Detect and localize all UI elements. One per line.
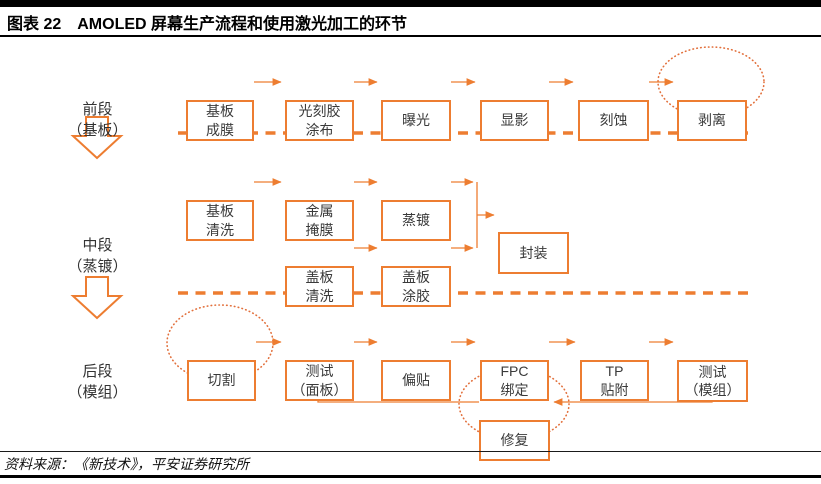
top-divider-bar	[0, 0, 821, 7]
flow-box-cutting: 切割	[187, 360, 256, 401]
title-underline	[0, 35, 821, 37]
down-block-arrow-icon-2	[70, 276, 124, 320]
figure-number-label: 图表 22	[7, 16, 62, 33]
source-note: 资料来源：《新技术》，平安证券研究所	[4, 457, 249, 473]
flow-box-tp-attach: TP 贴附	[580, 360, 649, 401]
figure-title-text: AMOLED 屏幕生产流程和使用激光加工的环节	[77, 16, 408, 33]
flow-box-substrate-film: 基板 成膜	[186, 100, 254, 141]
flow-box-cover-gluing: 盖板 涂胶	[381, 266, 451, 307]
flow-box-lamination: 偏贴	[381, 360, 451, 401]
flow-box-test-panel: 测试 （面板）	[285, 360, 354, 401]
flow-box-exposure: 曝光	[381, 100, 451, 141]
stage-label-front: 前段 （基板）	[67, 101, 128, 139]
flow-box-encapsulation: 封装	[498, 232, 569, 274]
flow-box-etching: 刻蚀	[578, 100, 649, 141]
figure-title: 图表 22 AMOLED 屏幕生产流程和使用激光加工的环节	[7, 9, 815, 35]
flow-box-stripping: 剥离	[677, 100, 747, 141]
flow-box-fpc-bonding: FPC 绑定	[480, 360, 549, 401]
flow-box-test-module: 测试 （模组）	[677, 360, 748, 402]
flow-box-repair: 修复	[479, 420, 550, 461]
flow-diagram: 前段 （基板） 中段 （蒸镀） 后段 （模组） 基板 成膜 光刻胶 涂布 曝光 …	[0, 38, 821, 461]
stage-label-back: 后段 （模组）	[67, 363, 128, 401]
footer-bottom-divider	[0, 475, 821, 478]
flow-box-evaporation: 蒸镀	[381, 200, 451, 241]
footer-top-divider	[0, 451, 821, 452]
flow-box-metal-mask: 金属 掩膜	[285, 200, 354, 241]
flow-box-substrate-cleaning: 基板 清洗	[186, 200, 254, 241]
flow-box-development: 显影	[480, 100, 549, 141]
flow-box-photoresist-coating: 光刻胶 涂布	[285, 100, 354, 141]
flow-box-cover-cleaning: 盖板 清洗	[285, 266, 354, 307]
stage-label-middle: 中段 （蒸镀）	[67, 237, 128, 275]
